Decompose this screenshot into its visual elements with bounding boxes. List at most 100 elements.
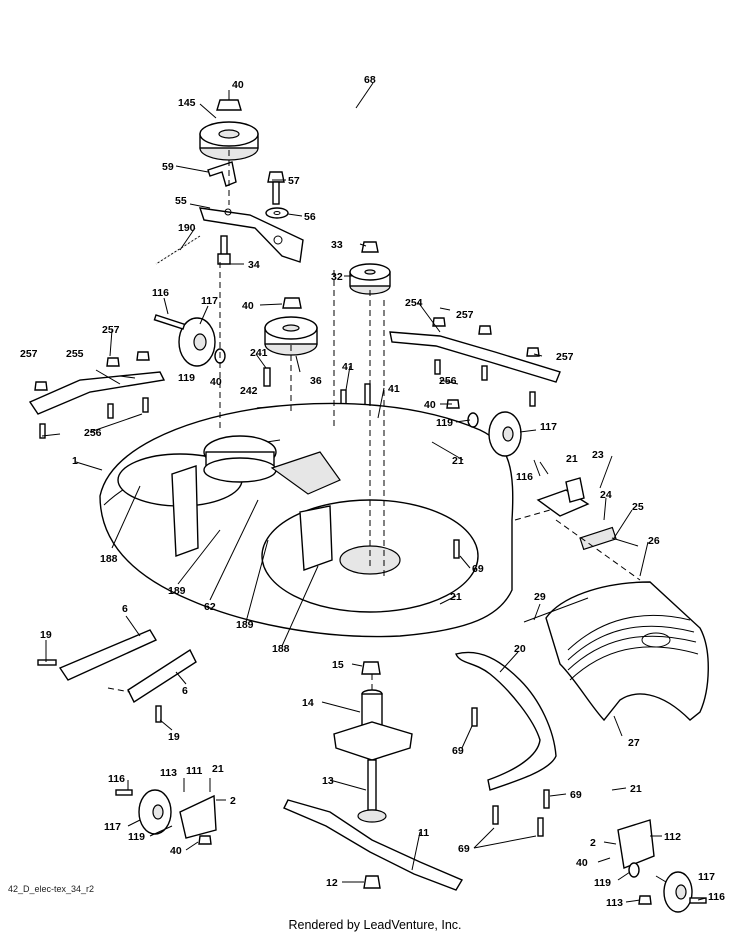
callout-257-d: 257 [556,351,574,363]
callout-117-c: 117 [104,821,121,833]
bracket-6-lower[interactable] [127,648,197,704]
callout-119-a: 119 [178,372,195,384]
bolts-69[interactable] [453,539,550,837]
callout-188-b: 188 [272,643,290,655]
stud-241[interactable] [263,367,271,387]
baffle-255[interactable] [28,371,166,415]
idler-arm-55[interactable] [198,207,304,263]
callout-69-d: 69 [458,843,470,855]
nut-40-upper[interactable] [282,297,302,309]
callout-241: 241 [250,347,268,359]
belt-68[interactable] [268,14,486,214]
callout-256-a: 256 [439,375,457,387]
wheel-assembly-lower-right[interactable] [617,819,707,913]
callout-33: 33 [331,239,343,251]
bolt-116-left[interactable] [153,314,186,330]
pulley-36[interactable] [264,316,318,356]
callout-188-a: 188 [100,553,118,565]
callout-145: 145 [178,97,196,109]
spring-25[interactable] [579,526,639,551]
bracket-6-upper[interactable] [58,629,158,681]
wheel-117-right[interactable] [446,399,522,457]
callout-69-c: 69 [570,789,582,801]
wheel-assembly-lower-left[interactable] [115,789,217,845]
idler-pulley-145[interactable] [199,99,259,161]
callout-116-a: 116 [152,287,169,299]
callout-257-b: 257 [20,348,38,360]
bracket-23[interactable] [536,477,590,517]
callout-1: 1 [72,455,78,467]
callout-69-a: 69 [472,563,484,575]
wheel-117-left[interactable] [178,317,216,367]
callout-36: 36 [310,375,322,387]
callout-119-b: 119 [436,417,453,429]
leader-lines [41,82,707,903]
nut-33[interactable] [361,241,379,253]
callout-13: 13 [322,775,334,787]
callout-242: 242 [240,385,258,397]
bolt-12[interactable] [363,875,381,889]
callout-55: 55 [175,195,187,207]
callout-40-a: 40 [232,79,244,91]
callout-256-b: 256 [84,427,102,439]
alignment-lines [107,150,641,693]
callout-68: 68 [364,74,376,86]
bracket-59[interactable] [207,161,237,187]
callout-25: 25 [632,501,644,513]
callout-113-a: 113 [160,767,177,779]
callout-2-b: 2 [590,837,596,849]
callout-32: 32 [331,271,343,283]
callout-56: 56 [304,211,316,223]
callout-40-c: 40 [210,376,222,388]
pulley-32[interactable] [349,263,391,295]
callout-113-b: 113 [606,897,623,909]
callout-57: 57 [288,175,300,187]
bolt-57[interactable] [267,171,285,205]
callout-255: 255 [66,348,84,360]
hardware-256-257[interactable] [34,317,540,439]
callout-117-d: 117 [698,871,715,883]
callout-6-b: 6 [182,685,188,697]
callout-21-a: 21 [452,455,464,467]
nut-15[interactable] [361,661,381,675]
baffle-254[interactable] [389,331,561,383]
washer-56[interactable] [265,207,289,219]
callout-34: 34 [248,259,260,271]
callout-117-b: 117 [540,421,557,433]
spindle-housing-14[interactable] [333,689,413,761]
callout-189-a: 189 [168,585,186,597]
callout-19-b: 19 [168,731,180,743]
callout-111: 111 [186,765,203,777]
deflector-20[interactable] [455,651,557,791]
callout-14: 14 [302,697,314,709]
callout-257-c: 257 [456,309,474,321]
bolt-34[interactable] [217,235,231,265]
callout-24: 24 [600,489,612,501]
callout-labels: 68 40 145 59 57 55 56 190 34 33 32 116 1… [20,74,725,909]
callout-26: 26 [648,535,660,547]
callout-27: 27 [628,737,640,749]
callout-41-b: 41 [388,383,400,395]
bolts-19[interactable] [37,659,162,723]
callout-20: 20 [514,643,526,655]
spindle-shaft-13[interactable] [357,759,387,823]
callout-21-d: 21 [212,763,224,775]
callout-29: 29 [534,591,546,603]
callout-40-f: 40 [576,857,588,869]
callout-40-e: 40 [170,845,182,857]
callout-21-b: 21 [566,453,578,465]
callout-40-d: 40 [424,399,436,411]
spring-190[interactable] [155,235,201,265]
callout-119-d: 119 [594,877,611,889]
callout-59: 59 [162,161,174,173]
discharge-chute-27[interactable] [545,581,709,722]
callout-12: 12 [326,877,338,889]
callout-41-a: 41 [342,361,354,373]
callout-21-c: 21 [450,591,462,603]
callout-62: 62 [204,601,216,613]
blade-11[interactable] [283,799,464,891]
callout-189-b: 189 [236,619,254,631]
callout-15: 15 [332,659,344,671]
callout-190: 190 [178,222,196,234]
